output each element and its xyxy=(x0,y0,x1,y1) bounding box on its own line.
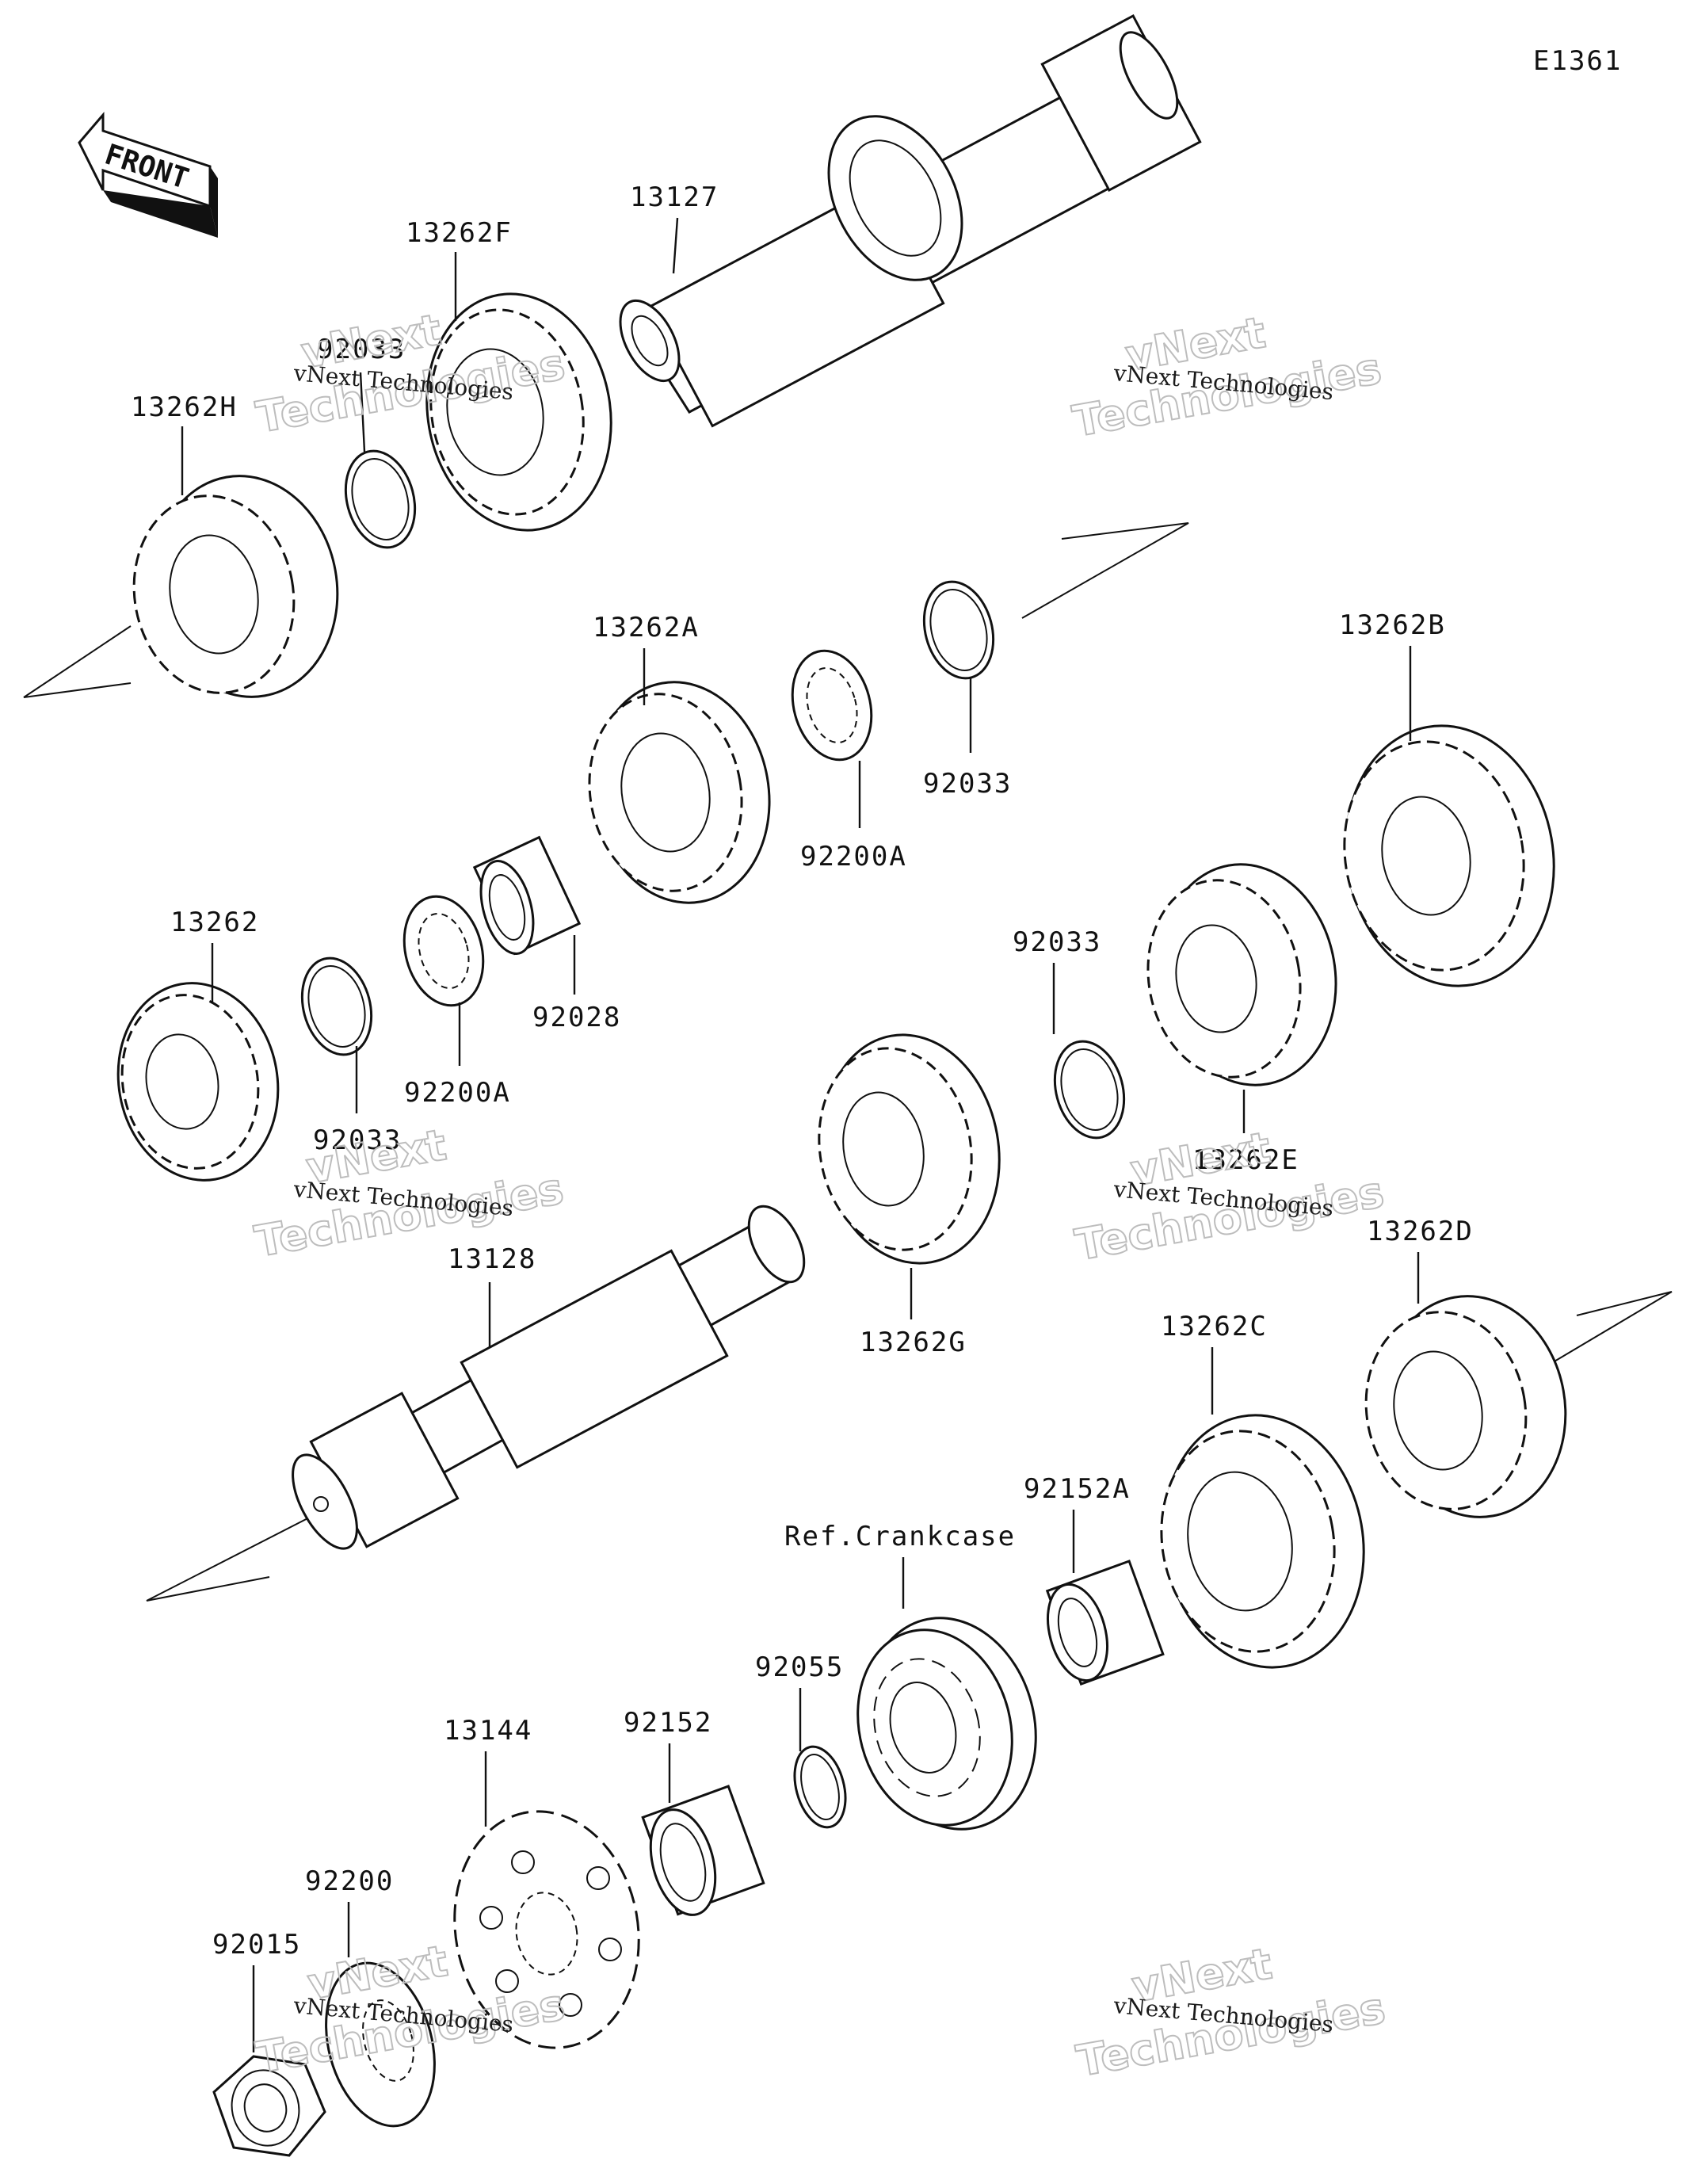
label-92200A-lower[interactable]: 92200A xyxy=(404,1077,511,1109)
gear-13262D[interactable] xyxy=(1351,1281,1583,1532)
label-13262H[interactable]: 13262H xyxy=(131,391,238,423)
watermark-top-right: vNext Technologies xyxy=(1068,307,1386,448)
shaft-13128[interactable] xyxy=(280,1197,815,1559)
gear-13262C[interactable] xyxy=(1144,1399,1383,1684)
label-92028[interactable]: 92028 xyxy=(532,1002,621,1033)
washer-92200A-lower[interactable] xyxy=(393,888,495,1014)
gear-13262E[interactable] xyxy=(1133,850,1353,1099)
label-92200[interactable]: 92200 xyxy=(305,1865,394,1897)
circlip-92033-mid-left[interactable] xyxy=(292,950,381,1063)
diagram-code: E1361 xyxy=(1533,45,1622,77)
label-13262[interactable]: 13262 xyxy=(170,907,259,938)
label-13262C[interactable]: 13262C xyxy=(1161,1311,1268,1342)
label-13262G[interactable]: 13262G xyxy=(860,1327,967,1358)
oring-92055[interactable] xyxy=(787,1741,854,1833)
label-92033-mid-right[interactable]: 92033 xyxy=(1013,926,1101,958)
label-92015[interactable]: 92015 xyxy=(212,1929,301,1961)
label-13262D[interactable]: 13262D xyxy=(1367,1216,1474,1247)
gear-13262A[interactable] xyxy=(574,668,787,917)
label-13262A[interactable]: 13262A xyxy=(593,612,700,643)
washer-92200A-upper[interactable] xyxy=(781,642,883,769)
label-92055[interactable]: 92055 xyxy=(755,1651,844,1683)
leader-lines xyxy=(181,217,1420,2052)
axis-lines xyxy=(23,522,1673,1602)
part-labels: 13127 13262F 92033 13262H 13262A 92200A … xyxy=(131,181,1474,1961)
front-arrow-icon: FRONT xyxy=(78,111,218,238)
gear-13262F[interactable] xyxy=(409,279,630,544)
gear-13262[interactable] xyxy=(103,971,293,1193)
circlip-92033-top[interactable] xyxy=(335,443,425,556)
collar-92152[interactable] xyxy=(640,1785,765,1922)
label-92033-upper-right[interactable]: 92033 xyxy=(923,768,1012,800)
gear-13262G[interactable] xyxy=(803,1021,1017,1277)
watermark-mid-left: vNext Technologies xyxy=(250,1119,568,1268)
gear-13262B[interactable] xyxy=(1326,709,1574,1002)
label-92152A[interactable]: 92152A xyxy=(1024,1473,1131,1505)
label-ref-crankcase[interactable]: Ref.Crankcase xyxy=(784,1521,1016,1552)
label-92033-top[interactable]: 92033 xyxy=(317,334,406,365)
label-13144[interactable]: 13144 xyxy=(444,1715,532,1747)
gear-13262H[interactable] xyxy=(119,461,355,712)
nut-92015[interactable] xyxy=(212,2055,326,2157)
label-13262E[interactable]: 13262E xyxy=(1192,1144,1299,1176)
circlip-92033-upper-right[interactable] xyxy=(914,574,1003,686)
label-13262B[interactable]: 13262B xyxy=(1339,609,1446,641)
label-92200A-upper[interactable]: 92200A xyxy=(800,841,907,872)
label-92033-mid-left[interactable]: 92033 xyxy=(313,1124,402,1156)
label-13262F[interactable]: 13262F xyxy=(406,217,513,249)
label-13128[interactable]: 13128 xyxy=(448,1243,536,1275)
collar-92152A[interactable] xyxy=(1038,1560,1165,1687)
label-92152[interactable]: 92152 xyxy=(624,1707,712,1739)
bearing-92028[interactable] xyxy=(471,835,582,960)
label-13127[interactable]: 13127 xyxy=(630,181,719,213)
sprocket-13144[interactable] xyxy=(437,1796,658,2062)
bearing-ref-crankcase[interactable] xyxy=(837,1598,1059,1848)
washer-92200[interactable] xyxy=(309,1951,452,2138)
circlip-92033-mid-right[interactable] xyxy=(1044,1033,1134,1146)
shaft-13127[interactable] xyxy=(608,13,1202,428)
